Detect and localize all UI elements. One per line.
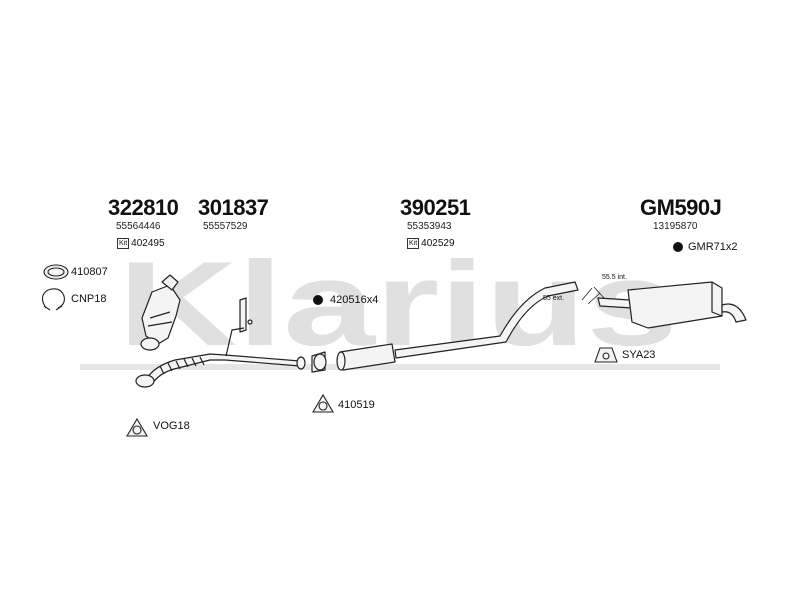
kit-label-390251: Kit 402529	[407, 238, 455, 249]
flange-triangle-icon	[312, 393, 334, 413]
part-number-322810: 322810	[108, 195, 179, 220]
annotation-leaders	[581, 286, 605, 305]
ring-gasket-icon	[43, 264, 69, 280]
oem-number-301837: 55557529	[203, 221, 248, 232]
kit-badge: Kit	[407, 238, 420, 249]
hanger-icon	[594, 347, 618, 363]
annotation-int: 55.5 int.	[602, 274, 627, 281]
accessory-gmr71x2: GMR71x2	[688, 241, 738, 253]
oem-number-390251: 55353943	[407, 221, 452, 232]
rubber-ring-icon	[673, 242, 683, 252]
clamp-icon	[41, 288, 65, 311]
kit-label-322810: Kit 402495	[117, 238, 165, 249]
annotation-ext: 55 ext.	[543, 295, 565, 302]
oem-number-gm590j: 13195870	[653, 221, 698, 232]
centre-silencer	[311, 281, 579, 373]
gasket-triangle-icon	[126, 417, 148, 437]
mount-rubber-icon	[313, 295, 323, 305]
accessory-410807: 410807	[71, 266, 108, 278]
klarius-watermark: Klarius	[118, 237, 678, 371]
part-number-gm590j: GM590J	[640, 195, 722, 220]
kit-number: 402529	[421, 238, 455, 249]
catalytic-converter	[140, 274, 181, 351]
kit-number: 402495	[131, 238, 165, 249]
watermark-underline	[80, 364, 720, 370]
accessory-sya23: SYA23	[622, 349, 656, 361]
part-number-301837: 301837	[198, 195, 269, 220]
oem-number-322810: 55564446	[116, 221, 161, 232]
accessory-420516x4: 420516x4	[330, 294, 379, 306]
rear-silencer	[597, 281, 747, 329]
accessory-410519: 410519	[338, 399, 375, 411]
accessory-vog18: VOG18	[153, 420, 190, 432]
front-pipe	[135, 297, 306, 388]
accessory-cnp18: CNP18	[71, 293, 107, 305]
part-number-390251: 390251	[400, 195, 471, 220]
kit-badge: Kit	[117, 238, 130, 249]
